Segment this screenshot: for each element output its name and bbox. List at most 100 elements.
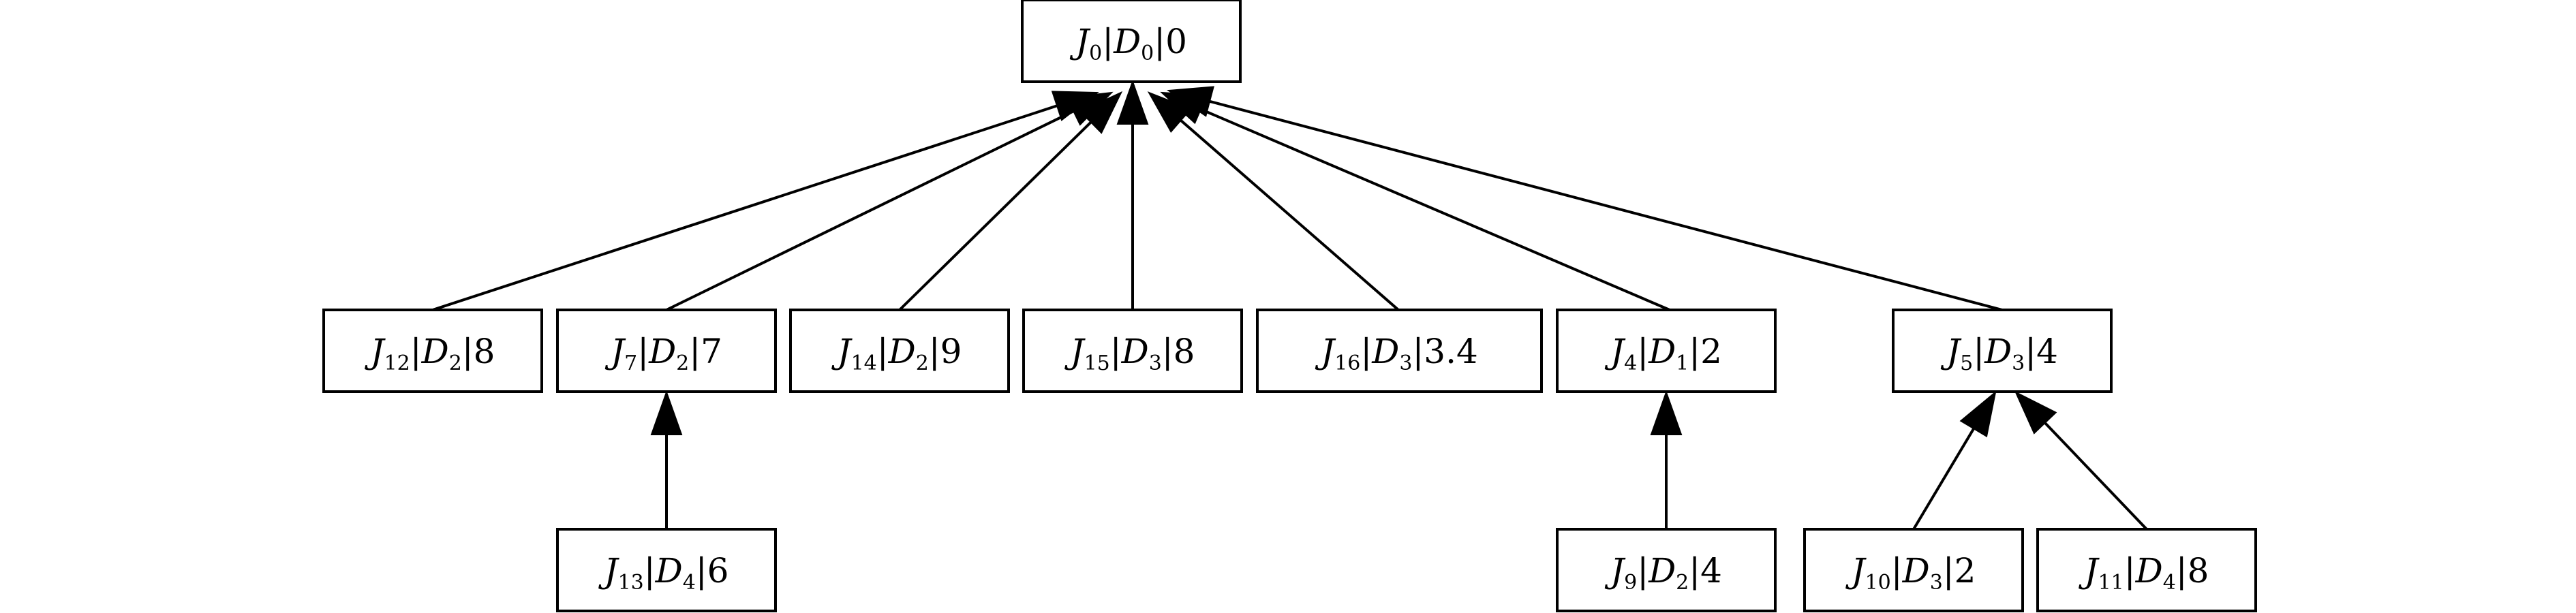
label-val: 0	[1165, 22, 1187, 61]
edge-line	[432, 104, 1058, 311]
node-n9: J9|D2|4	[1556, 528, 1777, 612]
node-box	[556, 309, 777, 393]
label-job-sub: 14	[851, 351, 877, 375]
label-dev-sub: 2	[449, 351, 462, 375]
separator: |	[1102, 22, 1114, 61]
label-dev-sub: 3	[1149, 351, 1162, 375]
label-job-sub: 13	[618, 571, 644, 595]
edge-n11-to-n5	[2014, 390, 2148, 531]
label-val: 6	[707, 551, 729, 591]
label-dev: D	[2135, 551, 2163, 591]
node-box	[789, 309, 1010, 393]
arrow-head-icon	[1079, 91, 1123, 134]
arrow-head-icon	[1167, 86, 1214, 117]
arrow-head-icon	[1147, 91, 1192, 133]
edge-line	[1912, 428, 1975, 531]
label-val: 8	[1174, 332, 1195, 371]
edges-layer	[432, 80, 2148, 531]
label-dev: D	[648, 332, 676, 371]
node-n4: J4|D1|2	[1556, 309, 1777, 393]
edge-line	[898, 121, 1092, 311]
separator: |	[1973, 332, 1984, 371]
separator: |	[929, 332, 940, 371]
label-val: 2	[1954, 551, 1976, 591]
label-job-sub: 9	[1624, 571, 1637, 595]
label-val: 8	[2188, 551, 2209, 591]
node-box	[556, 528, 777, 612]
edge-n10-to-n5	[1912, 390, 1997, 531]
edge-line	[1180, 119, 1400, 311]
label-dev: D	[1121, 332, 1149, 371]
label-dev-sub: 3	[1399, 351, 1412, 375]
node-box	[1022, 309, 1243, 393]
node-n12: J12|D2|8	[322, 309, 543, 393]
label-val: 4	[1700, 551, 1722, 591]
label-dev: D	[1648, 551, 1676, 591]
separator: |	[1360, 332, 1372, 371]
separator: |	[1637, 551, 1649, 591]
node-box	[322, 309, 543, 393]
label-val: 8	[474, 332, 495, 371]
separator: |	[1689, 551, 1700, 591]
label-job-sub: 11	[2098, 571, 2124, 595]
arrow-head-icon	[1959, 390, 1997, 438]
label-val: 3.4	[1424, 332, 1478, 371]
label-job-sub: 15	[1084, 351, 1110, 375]
edge-n14-to-n0	[898, 91, 1123, 311]
edge-n12-to-n0	[432, 91, 1099, 311]
edge-line	[2044, 422, 2148, 531]
node-n7: J7|D2|7	[556, 309, 777, 393]
edge-n9-to-n4	[1650, 390, 1683, 529]
edge-n5-to-n0	[1167, 86, 2003, 311]
separator: |	[2025, 332, 2036, 371]
separator: |	[1412, 332, 1424, 371]
edge-n16-to-n0	[1147, 91, 1400, 311]
separator: |	[1110, 332, 1122, 371]
separator: |	[877, 332, 889, 371]
separator: |	[1154, 22, 1165, 61]
node-label: J13|D4|6	[598, 551, 729, 595]
node-n11: J11|D4|8	[2036, 528, 2257, 612]
separator: |	[410, 332, 422, 371]
label-dev-sub: 4	[683, 571, 696, 595]
node-n14: J14|D2|9	[789, 309, 1010, 393]
label-dev: D	[1902, 551, 1930, 591]
label-job-sub: 0	[1089, 42, 1102, 65]
label-job-sub: 4	[1624, 351, 1637, 375]
label-dev: D	[1113, 22, 1141, 61]
arrow-head-icon	[1116, 80, 1149, 125]
label-job-sub: 10	[1865, 571, 1891, 595]
label-dev: D	[421, 332, 449, 371]
node-label: J14|D2|9	[831, 332, 962, 375]
edge-line	[1200, 108, 1670, 311]
node-label: J4|D1|2	[1604, 332, 1722, 375]
separator: |	[1891, 551, 1903, 591]
node-box	[1256, 309, 1543, 393]
label-val: 2	[1700, 332, 1722, 371]
label-dev-sub: 3	[1930, 571, 1943, 595]
node-label: J15|D3|8	[1064, 332, 1195, 375]
node-box	[1556, 528, 1777, 612]
node-n0: J0|D0|0	[1021, 0, 1242, 83]
node-box	[1803, 528, 2024, 612]
node-box	[1021, 0, 1242, 83]
separator: |	[644, 551, 656, 591]
node-n10: J10|D3|2	[1803, 528, 2024, 612]
separator: |	[696, 551, 707, 591]
label-dev-sub: 1	[1676, 351, 1689, 375]
node-box	[2036, 528, 2257, 612]
label-dev-sub: 3	[2012, 351, 2025, 375]
edge-n7-to-n0	[666, 91, 1114, 311]
separator: |	[2124, 551, 2136, 591]
label-job-sub: 5	[1960, 351, 1973, 375]
node-n13: J13|D4|6	[556, 528, 777, 612]
label-job-sub: 7	[624, 351, 637, 375]
label-dev: D	[655, 551, 683, 591]
label-dev-sub: 2	[676, 351, 689, 375]
label-val: 7	[701, 332, 722, 371]
label-dev: D	[1648, 332, 1676, 371]
node-n15: J15|D3|8	[1022, 309, 1243, 393]
label-dev: D	[1984, 332, 2012, 371]
